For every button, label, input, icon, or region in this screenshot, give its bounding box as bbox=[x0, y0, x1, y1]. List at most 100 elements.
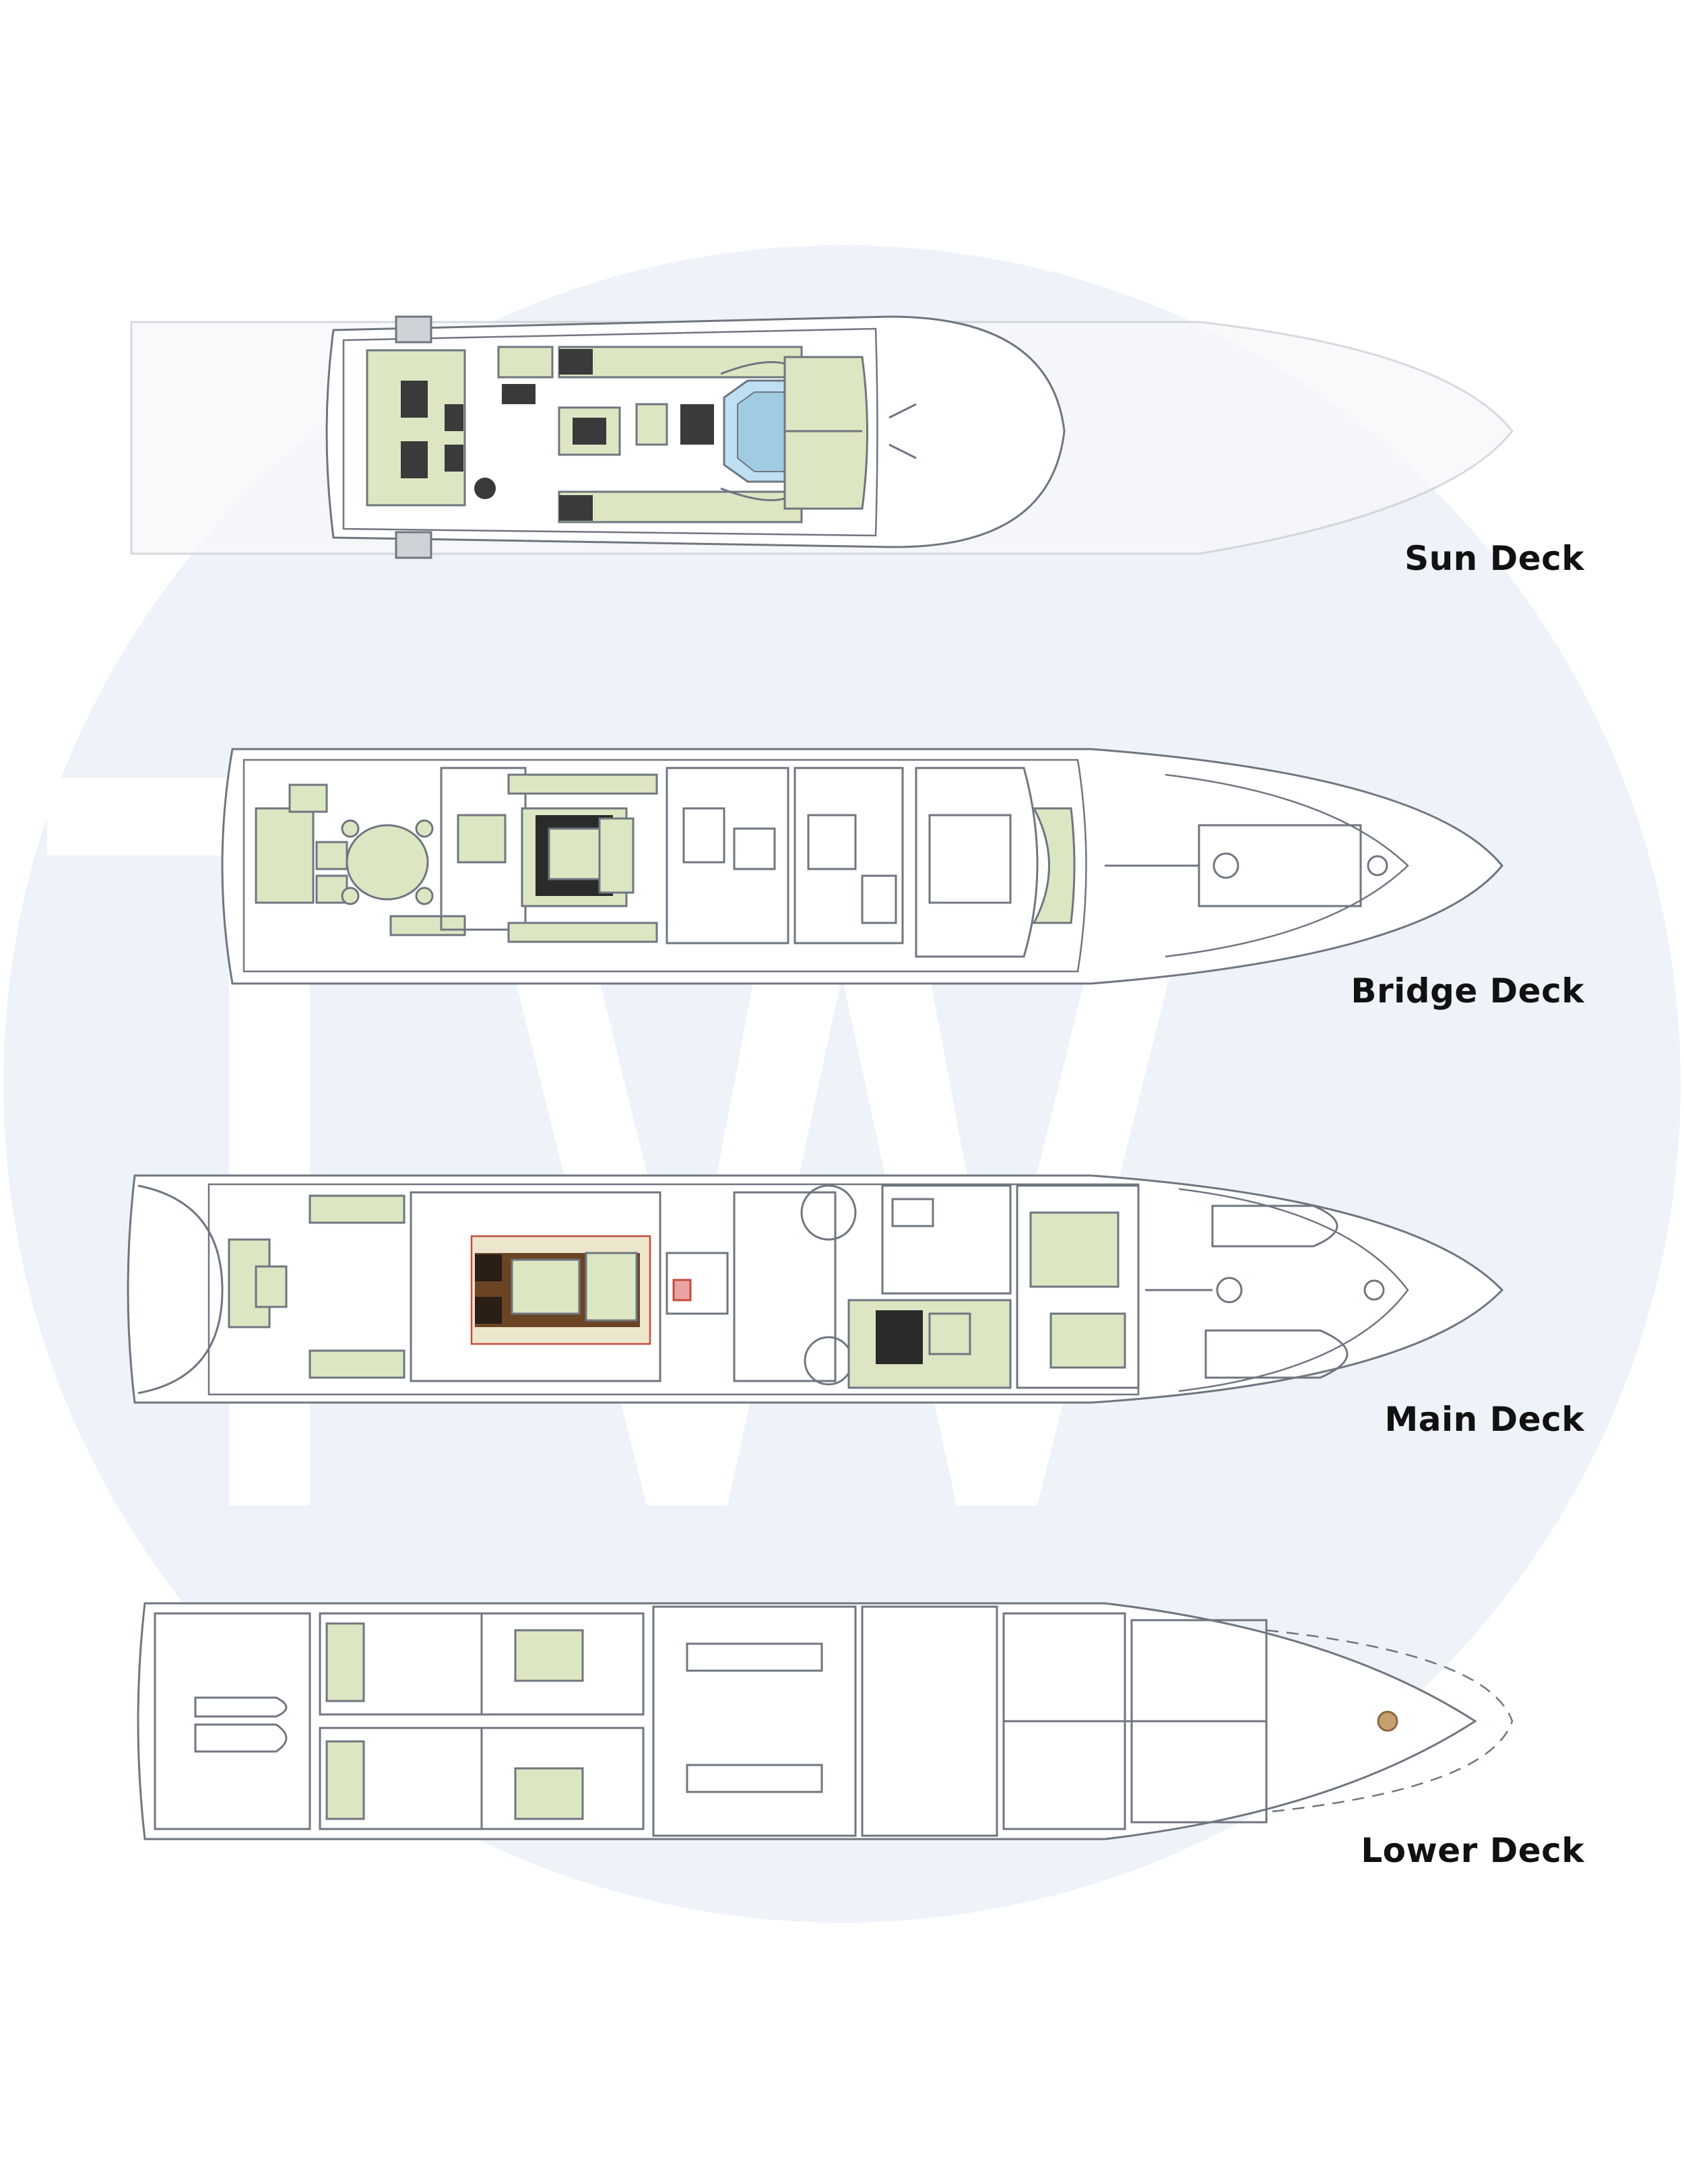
main-deck-hull bbox=[127, 1174, 1504, 1404]
main-deck-dining bbox=[666, 1252, 729, 1315]
main-deck-aft-transom bbox=[137, 1184, 224, 1394]
main-deck-master-cabin bbox=[1016, 1184, 1140, 1389]
lower-deck-plan bbox=[137, 1602, 1514, 1840]
sun-deck-console bbox=[680, 404, 714, 445]
sun-deck-sunbed-2 bbox=[401, 441, 428, 478]
sun-deck-plan bbox=[130, 315, 1514, 559]
lower-deck-guest-cabin-4 bbox=[480, 1727, 645, 1830]
main-deck-spiral-stair bbox=[800, 1184, 857, 1241]
main-deck-aft-bench-2 bbox=[309, 1349, 406, 1379]
sun-deck-chair-group bbox=[635, 403, 668, 446]
lower-deck-guest-bed-1 bbox=[325, 1622, 365, 1702]
bridge-deck-plan bbox=[221, 748, 1503, 985]
sun-deck-grill-2 bbox=[559, 495, 593, 521]
sun-deck-label: Sun Deck bbox=[1404, 539, 1584, 578]
main-deck-superstructure bbox=[207, 1183, 1140, 1396]
bridge-deck-pantry bbox=[733, 827, 776, 870]
lower-deck-bow-dashed bbox=[1266, 1629, 1514, 1813]
lower-deck-jetski-2 bbox=[194, 1696, 288, 1718]
bridge-deck-helm-console bbox=[928, 814, 1012, 904]
bridge-deck-table-1 bbox=[315, 841, 348, 870]
bridge-deck-game-table bbox=[457, 814, 507, 864]
lower-deck-engine-2 bbox=[686, 1764, 823, 1793]
lower-deck-engine-room bbox=[652, 1605, 857, 1837]
bridge-deck-chair-c bbox=[341, 887, 360, 905]
lower-deck-guest-bed-2 bbox=[325, 1740, 365, 1820]
sun-deck-table-1 bbox=[445, 404, 463, 431]
lower-deck-guest-bed-4 bbox=[514, 1767, 584, 1820]
bridge-deck-label: Bridge Deck bbox=[1351, 971, 1584, 1010]
bridge-deck-salon-chairs bbox=[598, 817, 635, 894]
sun-deck-planter bbox=[474, 478, 496, 499]
bridge-deck-chair-1 bbox=[288, 783, 328, 813]
main-deck-salon-chair-2 bbox=[475, 1297, 502, 1324]
main-deck-salon-seats bbox=[585, 1252, 638, 1322]
bridge-deck-forward-sunpad bbox=[1032, 807, 1076, 924]
main-deck-plan bbox=[127, 1174, 1504, 1404]
watermark-circle bbox=[3, 245, 1681, 1923]
main-deck-capstan-2 bbox=[1363, 1279, 1385, 1301]
sun-deck-grill bbox=[559, 349, 593, 375]
main-deck-study-desk bbox=[928, 1312, 971, 1355]
bridge-deck-foredeck-edge bbox=[1165, 773, 1409, 958]
bridge-deck-capstan-1 bbox=[1212, 852, 1239, 879]
main-deck-bathtub bbox=[891, 1198, 934, 1227]
bridge-deck-wheelhouse bbox=[915, 767, 1039, 958]
main-deck-aft-bench bbox=[309, 1194, 406, 1224]
bridge-deck-sideboard-stbd bbox=[507, 922, 658, 943]
lower-deck-tender-garage bbox=[154, 1612, 311, 1830]
main-deck-foredeck-edge bbox=[1178, 1188, 1409, 1392]
main-deck-study-rug bbox=[876, 1310, 923, 1364]
main-deck-salon-walls bbox=[410, 1191, 661, 1382]
main-deck-bar-unit bbox=[672, 1279, 692, 1302]
bridge-deck-chair-d bbox=[415, 887, 434, 905]
bridge-deck-dining-table bbox=[346, 824, 429, 901]
bridge-deck-galley bbox=[666, 767, 789, 944]
main-deck-tender-1 bbox=[1211, 1205, 1338, 1248]
sun-deck-rail-2 bbox=[888, 443, 917, 459]
sun-deck-table-2 bbox=[445, 445, 463, 472]
main-deck-master-lounge bbox=[1049, 1312, 1126, 1369]
lower-deck-guest-cabin-3 bbox=[480, 1612, 645, 1716]
sun-deck-rail-1 bbox=[888, 403, 917, 419]
bridge-deck-captain-cabin bbox=[794, 767, 904, 944]
sun-deck-forward-sunpad bbox=[783, 356, 868, 510]
main-deck-tender-2 bbox=[1204, 1329, 1349, 1379]
bridge-deck-captain-bed bbox=[807, 814, 857, 870]
main-deck-capstan-1 bbox=[1216, 1277, 1243, 1304]
sun-deck-sunbed-1 bbox=[401, 381, 428, 418]
main-deck-salon-chair-1 bbox=[475, 1254, 502, 1281]
main-deck-pantry bbox=[733, 1191, 837, 1382]
main-deck-label: Main Deck bbox=[1384, 1400, 1584, 1439]
main-deck-aft-table bbox=[255, 1265, 288, 1308]
sun-deck-stair-stbd bbox=[395, 531, 432, 559]
lower-deck-engine-1 bbox=[686, 1642, 823, 1672]
lower-deck-jetski-1 bbox=[194, 1723, 288, 1753]
bridge-deck-chair-a bbox=[341, 819, 360, 838]
bridge-deck-coffee-table bbox=[548, 827, 601, 880]
lower-deck-anchor-marker bbox=[1377, 1710, 1398, 1732]
sun-deck-bar bbox=[497, 346, 554, 379]
bridge-deck-superstructure bbox=[242, 759, 1087, 973]
lower-deck-hull bbox=[137, 1602, 1477, 1840]
sun-deck-cooler bbox=[502, 384, 536, 404]
lower-deck-crew-mess bbox=[861, 1605, 998, 1837]
bridge-deck-capstan-2 bbox=[1367, 855, 1388, 876]
main-deck-salon-sofa bbox=[511, 1258, 581, 1315]
bridge-deck-bar bbox=[389, 915, 466, 936]
lower-deck-guest-bed-3 bbox=[514, 1629, 584, 1682]
main-deck-master-bath bbox=[881, 1184, 1012, 1295]
sun-deck-stair-port bbox=[395, 315, 432, 344]
main-deck-master-bed bbox=[1029, 1211, 1120, 1288]
lower-deck-label: Lower Deck bbox=[1361, 1831, 1584, 1870]
bridge-deck-aft-sofa bbox=[255, 807, 315, 904]
sun-deck-dining-top bbox=[573, 418, 606, 445]
bridge-deck-sideboard-port bbox=[507, 773, 658, 795]
bridge-deck-office bbox=[861, 874, 897, 924]
bridge-deck-galley-counter bbox=[682, 807, 725, 864]
bridge-deck-anchor-gear bbox=[1198, 824, 1362, 907]
sun-deck-cabana-stbd bbox=[558, 490, 803, 523]
bridge-deck-chair-b bbox=[415, 819, 434, 838]
